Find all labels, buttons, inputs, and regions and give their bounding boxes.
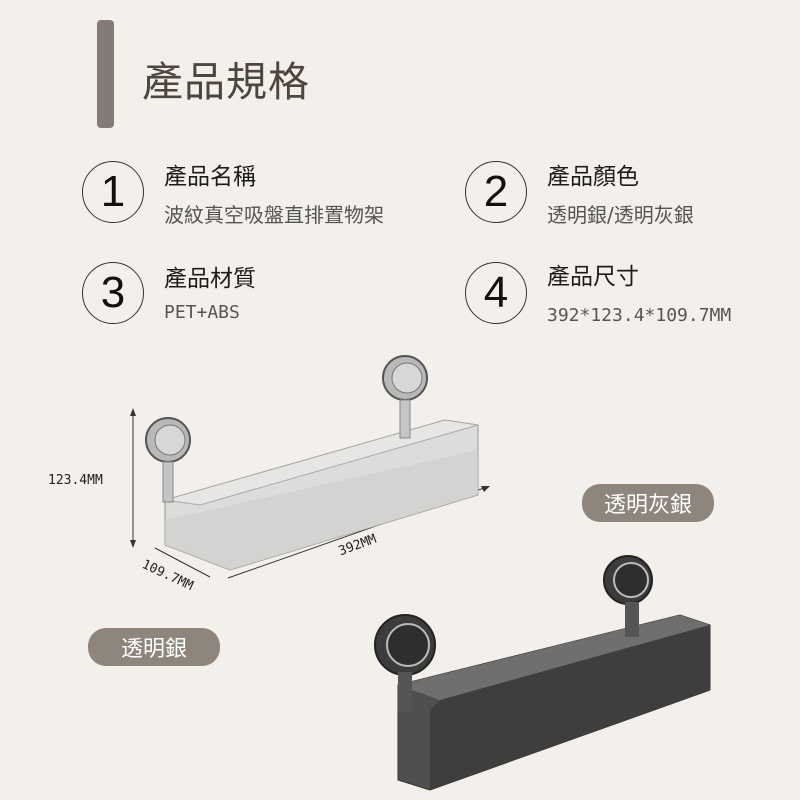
spec-label: 產品顏色: [547, 164, 639, 190]
number-circle: 1: [82, 161, 144, 223]
page-title: 產品規格: [142, 58, 310, 106]
spec-value: 波紋真空吸盤直排置物架: [164, 203, 384, 227]
spec-label: 產品材質: [164, 266, 256, 292]
variant-badge-clear-silver: 透明銀: [88, 628, 220, 666]
height-dimension-label: 123.4MM: [48, 473, 103, 488]
variant-badge-clear-grey-silver: 透明灰銀: [582, 484, 714, 522]
spec-label: 產品尺寸: [547, 264, 639, 290]
spec-value: PET+ABS: [164, 302, 240, 323]
spec-value: 透明銀/透明灰銀: [547, 203, 694, 227]
spec-value: 392*123.4*109.7MM: [547, 305, 732, 326]
number-circle: 3: [82, 262, 144, 324]
title-accent-bar: [97, 20, 114, 128]
number-circle: 2: [465, 161, 527, 223]
spec-label: 產品名稱: [164, 164, 256, 190]
number-circle: 4: [465, 262, 527, 324]
